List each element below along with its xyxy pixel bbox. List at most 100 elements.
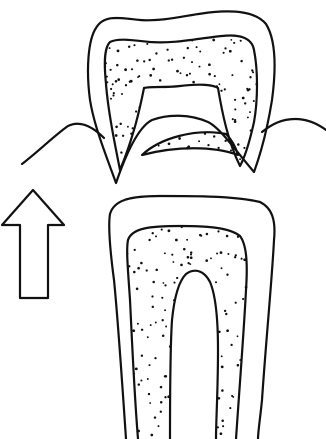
direction-arrow-icon bbox=[2, 190, 64, 298]
stipple-dot bbox=[137, 267, 140, 270]
stipple-dot bbox=[133, 373, 135, 375]
stipple-dot bbox=[204, 133, 206, 135]
stipple-dot bbox=[181, 226, 183, 228]
stipple-dot bbox=[115, 126, 118, 129]
stipple-dot bbox=[217, 230, 219, 232]
stipple-dot bbox=[149, 402, 151, 404]
stipple-dot bbox=[147, 336, 149, 338]
stipple-dot bbox=[127, 253, 129, 255]
stipple-dot bbox=[230, 39, 232, 41]
stipple-dot bbox=[159, 79, 162, 82]
stipple-dot bbox=[110, 69, 112, 71]
stipple-dot bbox=[130, 80, 133, 83]
stipple-dot bbox=[178, 137, 181, 140]
stipple-dot bbox=[237, 335, 239, 337]
crown-inner-outline bbox=[105, 36, 257, 170]
stipple-dot bbox=[218, 83, 220, 85]
crown-dentin-stipple bbox=[104, 39, 258, 161]
stipple-dot bbox=[109, 47, 111, 49]
stipple-dot bbox=[237, 364, 240, 367]
stipple-dot bbox=[244, 102, 246, 104]
stipple-dot bbox=[221, 366, 224, 369]
stipple-dot bbox=[230, 344, 232, 346]
stipple-dot bbox=[168, 229, 171, 232]
stipple-dot bbox=[158, 145, 160, 147]
stipple-dot bbox=[221, 267, 223, 269]
stipple-dot bbox=[137, 323, 139, 325]
stipple-dot bbox=[171, 254, 173, 256]
stipple-dot bbox=[180, 72, 182, 74]
stipple-dot bbox=[146, 43, 148, 45]
stipple-dot bbox=[240, 60, 242, 62]
stipple-dot bbox=[176, 277, 178, 279]
stipple-dot bbox=[212, 39, 215, 42]
stipple-dot bbox=[162, 319, 164, 321]
stipple-dot bbox=[229, 50, 232, 53]
stipple-dot bbox=[148, 239, 150, 241]
stipple-dot bbox=[245, 259, 247, 261]
stipple-dot bbox=[221, 355, 223, 357]
crown-outer-shell bbox=[88, 11, 274, 183]
stipple-dot bbox=[168, 142, 171, 145]
stipple-dot bbox=[147, 378, 149, 380]
stipple-dot bbox=[210, 257, 212, 259]
stipple-dot bbox=[245, 286, 248, 289]
tooth-root-dentin bbox=[127, 226, 248, 439]
stipple-dot bbox=[165, 326, 167, 328]
stipple-dot bbox=[221, 389, 224, 392]
stipple-dot bbox=[112, 83, 114, 85]
stipple-dot bbox=[232, 118, 234, 120]
stipple-dot bbox=[249, 111, 251, 113]
gum-line-right bbox=[262, 119, 326, 132]
stipple-dot bbox=[234, 108, 236, 110]
stipple-dot bbox=[207, 144, 209, 146]
stipple-dot bbox=[186, 147, 189, 150]
stipple-dot bbox=[151, 295, 153, 297]
stipple-dot bbox=[237, 235, 239, 237]
stipple-dot bbox=[221, 420, 224, 423]
stipple-dot bbox=[106, 76, 108, 78]
stipple-dot bbox=[161, 297, 163, 299]
stipple-dot bbox=[251, 69, 253, 71]
stipple-dot bbox=[113, 92, 115, 94]
stipple-dot bbox=[229, 407, 231, 409]
stipple-dot bbox=[135, 368, 138, 371]
stipple-dot bbox=[187, 47, 189, 49]
stipple-dot bbox=[138, 383, 140, 385]
stipple-dot bbox=[183, 248, 186, 251]
stipple-dot bbox=[187, 262, 189, 264]
stipple-dot bbox=[152, 306, 154, 308]
stipple-dot bbox=[154, 416, 156, 418]
stipple-dot bbox=[134, 249, 136, 251]
stipple-dot bbox=[189, 73, 191, 75]
stipple-dot bbox=[164, 252, 166, 254]
stipple-dot bbox=[149, 74, 152, 77]
stipple-dot bbox=[200, 235, 202, 237]
stipple-dot bbox=[186, 239, 188, 241]
stipple-dot bbox=[224, 310, 226, 312]
stipple-dot bbox=[133, 44, 135, 46]
stipple-dot bbox=[115, 80, 118, 83]
stipple-dot bbox=[136, 288, 139, 291]
stipple-dot bbox=[206, 233, 209, 236]
stipple-dot bbox=[173, 282, 175, 284]
stipple-dot bbox=[226, 235, 229, 238]
stipple-dot bbox=[205, 259, 208, 262]
stipple-dot bbox=[227, 253, 229, 255]
stipple-dot bbox=[242, 97, 245, 100]
stipple-dot bbox=[121, 93, 123, 95]
stipple-dot bbox=[104, 65, 106, 67]
stipple-dot bbox=[110, 98, 112, 100]
stipple-dot bbox=[220, 432, 223, 435]
stipple-dot bbox=[138, 75, 140, 77]
stipple-dot bbox=[163, 282, 165, 284]
stipple-dot bbox=[226, 329, 229, 332]
stipple-dot bbox=[158, 425, 160, 427]
stipple-dot bbox=[164, 375, 167, 378]
stipple-dot bbox=[192, 81, 195, 84]
stipple-dot bbox=[208, 73, 211, 76]
stipple-dot bbox=[176, 70, 179, 73]
stipple-dot bbox=[127, 126, 129, 128]
stipple-dot bbox=[183, 57, 185, 59]
